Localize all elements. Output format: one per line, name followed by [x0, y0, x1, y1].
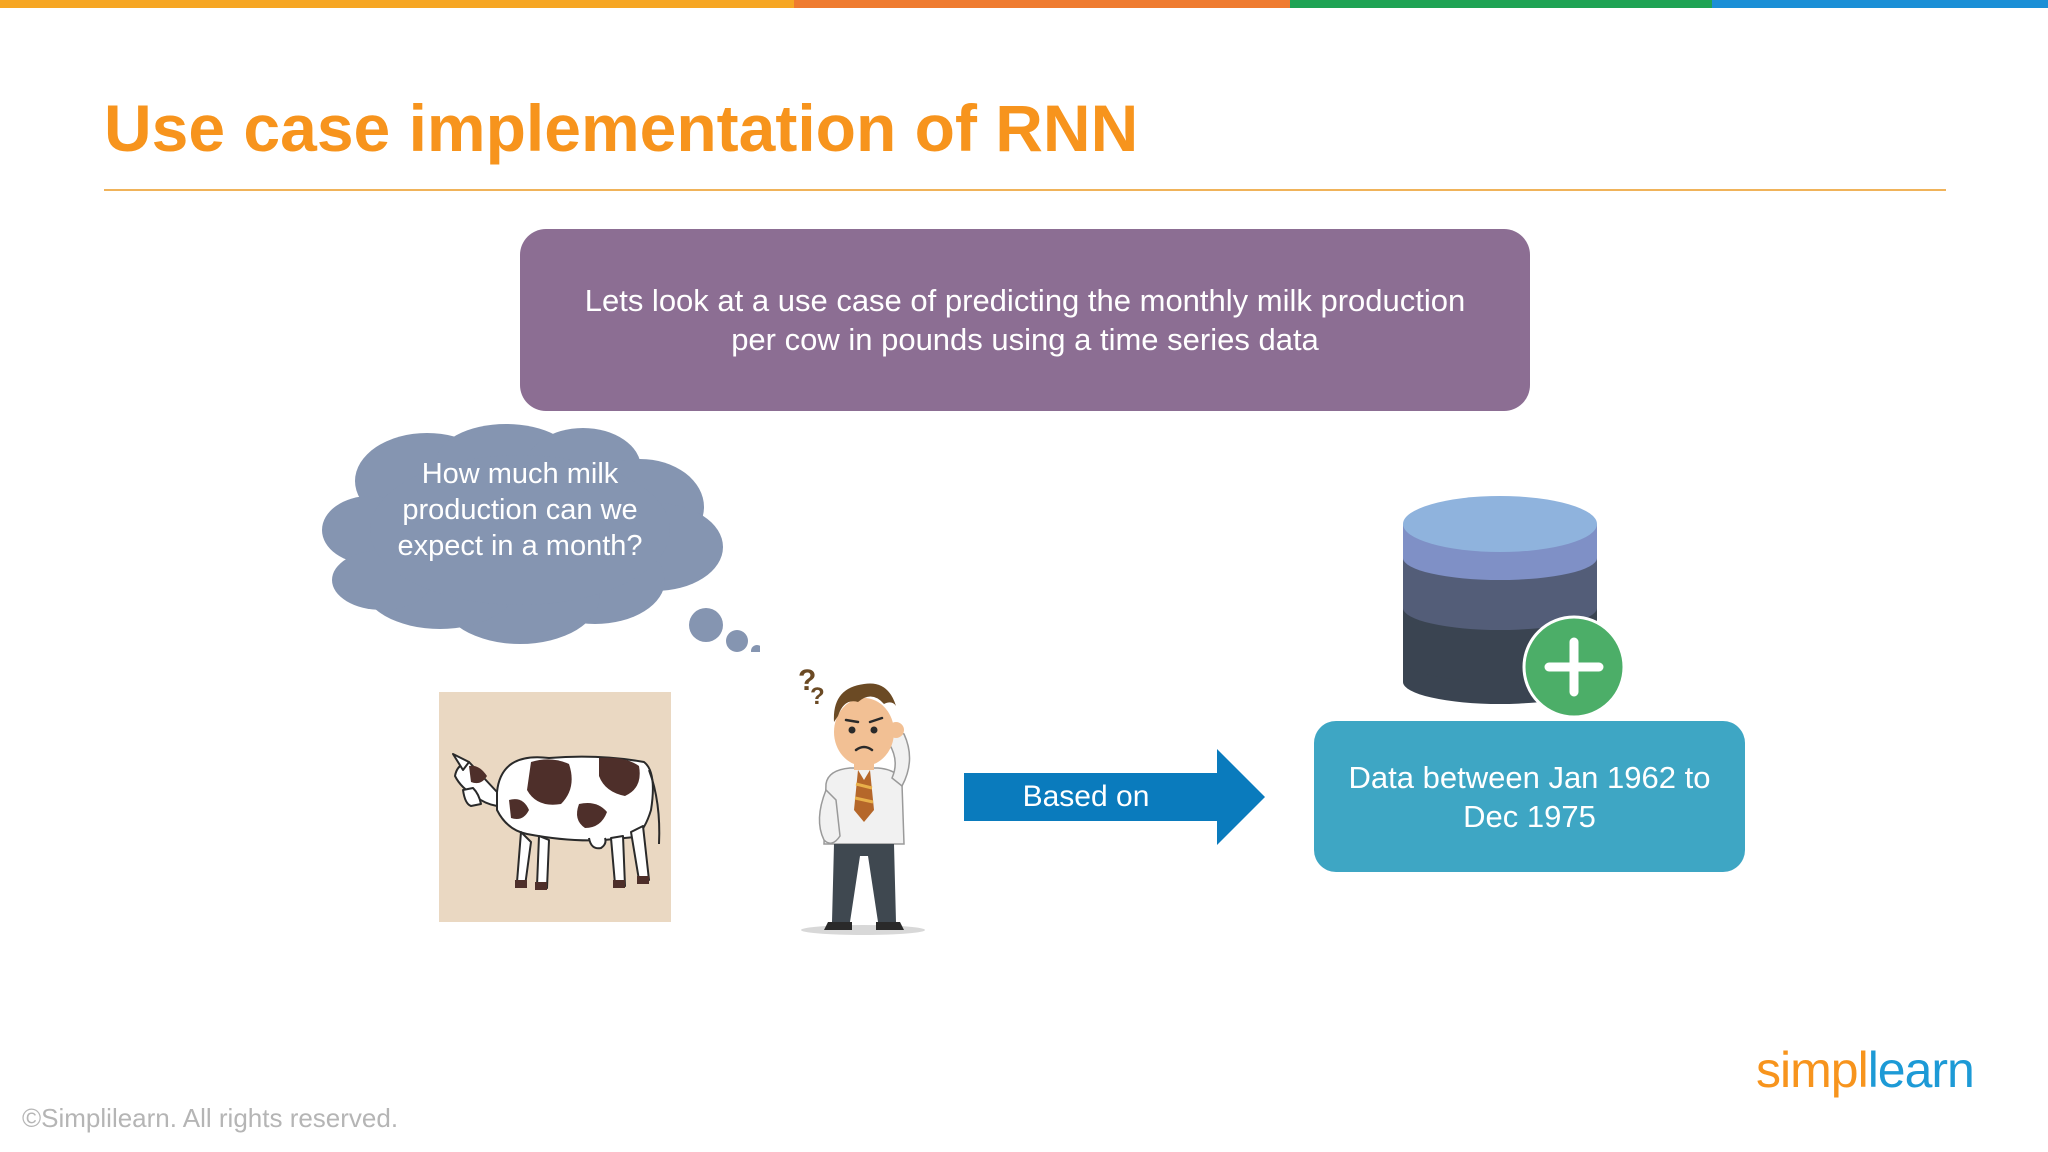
svg-text:?: ?: [798, 664, 816, 697]
data-range-text: Data between Jan 1962 to Dec 1975: [1348, 759, 1711, 834]
logo-part-learn: learn: [1867, 1042, 1975, 1098]
intro-text: Lets look at a use case of predicting th…: [584, 283, 1466, 357]
database-plus-icon: [1403, 496, 1626, 718]
arrow-label: Based on: [1022, 780, 1150, 813]
title-underline: [104, 189, 1946, 191]
data-range-box: Data between Jan 1962 to Dec 1975: [1314, 721, 1745, 872]
top-color-bar: [0, 0, 2048, 8]
slide-title: Use case implementation of RNN: [104, 91, 1139, 165]
top-bar-green: [1290, 0, 1712, 8]
confused-man-icon: ? ?: [798, 664, 925, 935]
top-bar-orange: [0, 0, 794, 8]
top-bar-red-orange: [794, 0, 1290, 8]
svg-text:?: ?: [810, 683, 825, 710]
thought-cloud-icon: [322, 424, 760, 652]
simplilearn-logo: simpllearn: [1756, 1040, 1975, 1100]
logo-part-simpl: simpl: [1756, 1042, 1869, 1098]
right-arrow-icon: [964, 749, 1265, 845]
top-bar-blue: [1712, 0, 2048, 8]
cow-image: [439, 692, 671, 922]
thought-text: How much milk production can we expect i…: [397, 458, 643, 562]
intro-box: Lets look at a use case of predicting th…: [520, 229, 1530, 411]
copyright-footer: ©Simplilearn. All rights reserved.: [22, 1103, 399, 1133]
